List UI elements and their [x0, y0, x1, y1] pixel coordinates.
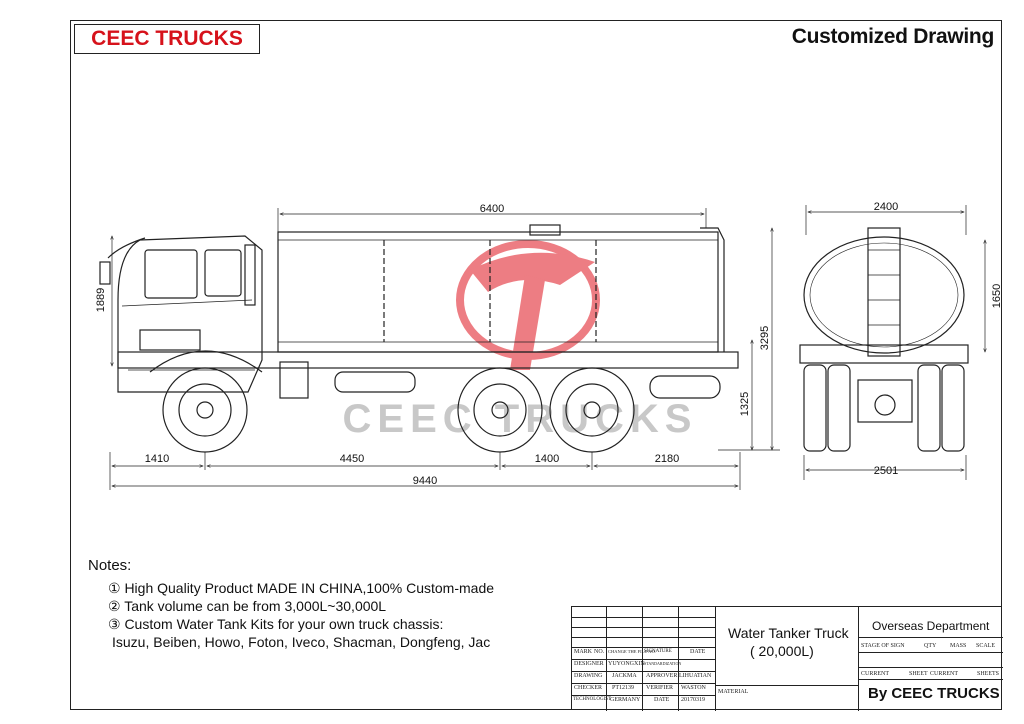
notes-heading: Notes: [88, 557, 132, 574]
tb-header-no: NO. [594, 649, 605, 655]
dim-front-overhang: 1410 [145, 453, 169, 465]
by-ceec-trucks: By CEEC TRUCKS [868, 685, 1000, 702]
note-item-3: ③ Custom Water Tank Kits for your own tr… [108, 616, 444, 632]
sheet-label-1: CURRENT [861, 671, 890, 677]
dim-cab-height: 1889 [95, 288, 107, 312]
dim-wheelbase-1: 4450 [340, 453, 364, 465]
drawing-frame [70, 20, 1002, 710]
tb-header-date: DATE [690, 649, 706, 655]
dim-tank-height: 1650 [991, 284, 1003, 308]
truck-rear-view [799, 227, 969, 452]
tb-header-mark: MARK [574, 649, 593, 655]
tb-header-signature: SIGNATURE [644, 649, 672, 654]
dim-chassis-height: 1325 [739, 392, 751, 416]
page-title: Customized Drawing [791, 25, 995, 48]
note-item-2: ② Tank volume can be from 3,000L~30,000L [108, 598, 387, 614]
tb-row-4-value: GERMANY [610, 697, 641, 703]
tb-header-change: CHANGE THE FILE NO. [608, 649, 656, 654]
tb-row-2-role: APPROVER [646, 673, 678, 679]
tb-row-3-label: CHECKER [574, 685, 603, 691]
stage-header-3: MASS [950, 643, 967, 649]
dim-length-tank: 6400 [480, 203, 504, 215]
brand-logo-box: CEEC TRUCKS [74, 24, 260, 54]
material-label: MATERIAL [718, 689, 749, 695]
sheet-label-3: CURRENT [930, 671, 959, 677]
stage-header-1: STAGE OF SIGN [861, 643, 905, 649]
dim-width-top: 2400 [874, 201, 898, 213]
dim-total-height: 3295 [759, 326, 771, 350]
tb-row-2-name: LIHUATIAN [679, 673, 712, 679]
dim-rear-overhang: 2180 [655, 453, 679, 465]
tb-row-3-value: PT12139 [612, 685, 635, 691]
sheet-label-4: SHEETS [977, 671, 1000, 677]
tb-row-4-label: TECHNOLOGIST [573, 697, 612, 702]
title-block: MARK NO. CHANGE THE FILE NO. SIGNATURE D… [571, 606, 1003, 711]
product-capacity: ( 20,000L) [750, 643, 814, 659]
note-brands: Isuzu, Beiben, Howo, Foton, Iveco, Shacm… [112, 634, 491, 650]
notes-section: Notes: ① High Quality Product MADE IN CH… [88, 557, 494, 651]
tb-row-2-label: DRAWING [574, 673, 603, 679]
stage-header-2: QTY [924, 643, 937, 649]
dim-total-length: 9440 [413, 475, 437, 487]
note-item-1: ① High Quality Product MADE IN CHINA,100… [108, 580, 495, 596]
tb-row-3-name: WASTON [681, 685, 706, 691]
watermark-logo [456, 240, 600, 370]
tb-row-4-role: DATE [654, 697, 670, 703]
stage-header-4: SCALE [976, 643, 996, 649]
tb-row-3-role: VERIFIER [646, 685, 673, 691]
department-label: Overseas Department [872, 619, 990, 633]
sheet-label-2: SHEET [909, 671, 928, 677]
tb-row-1-value: YUYONGXIN [608, 661, 645, 667]
tb-row-1-label: DESIGNER [574, 661, 604, 667]
dimension-labels: 6400 2400 1889 1650 3295 1325 1410 4450 … [95, 201, 1003, 487]
watermark-text: CEEC TRUCKS [343, 397, 698, 441]
dim-wheelbase-2: 1400 [535, 453, 559, 465]
tb-row-4-date: 20170319 [681, 697, 705, 703]
dim-width-bottom: 2501 [874, 465, 898, 477]
dimension-lines [109, 205, 985, 490]
tb-row-1-role: STANDARDIZATION [644, 661, 682, 666]
product-name: Water Tanker Truck [728, 625, 849, 641]
tb-row-2-value: JACKMA [612, 673, 637, 679]
